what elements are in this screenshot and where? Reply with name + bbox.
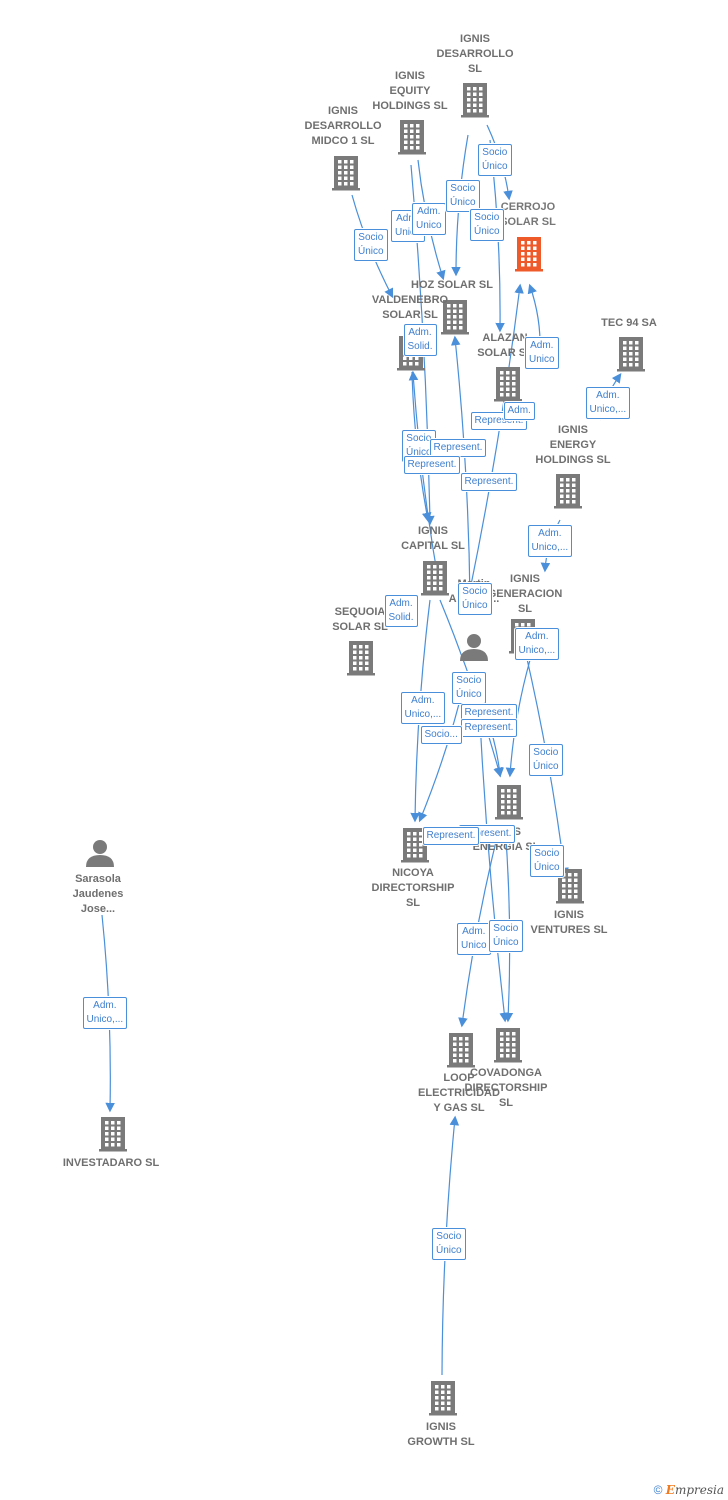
node-label[interactable]: LOOP ELECTRICIDAD Y GAS SL <box>418 1072 500 1114</box>
empresia-watermark: © Empresia <box>654 1483 724 1497</box>
company-icon[interactable] <box>494 367 522 402</box>
node-label[interactable]: IGNIS VENTURES SL <box>530 909 608 936</box>
company-icon[interactable] <box>347 641 375 676</box>
node-label[interactable]: COVADONGA DIRECTORSHIP SL <box>464 1067 548 1109</box>
node-label[interactable]: IGNIS ENERGY HOLDINGS SL <box>535 424 611 466</box>
node-label[interactable]: Sarasola Jaudenes Jose... <box>72 873 124 915</box>
node-label[interactable]: INVESTADARO SL <box>62 1157 160 1169</box>
relation-label[interactable]: Adm. Unico,... <box>527 525 573 557</box>
company-icon[interactable] <box>332 156 360 191</box>
relation-edge <box>450 335 471 601</box>
person-icon[interactable] <box>460 634 488 661</box>
relation-label[interactable]: Adm. Solid. <box>384 595 418 627</box>
node-label[interactable]: IGNIS EQUITY HOLDINGS SL <box>372 70 448 112</box>
brand-initial: E <box>665 1483 675 1497</box>
relation-label[interactable]: Socio Único <box>446 180 480 212</box>
company-icon[interactable] <box>495 785 523 820</box>
node-label[interactable]: IGNIS GENERACION SL <box>487 573 563 615</box>
person-icon[interactable] <box>86 840 114 867</box>
node-label[interactable]: HOZ SOLAR SL <box>411 279 493 291</box>
company-icon[interactable] <box>99 1117 127 1152</box>
relation-edge <box>469 283 524 591</box>
node-label[interactable]: NICOYA DIRECTORSHIP SL <box>371 867 455 909</box>
relation-label[interactable]: Socio Único <box>530 845 564 877</box>
node-label[interactable]: IGNIS DESARROLLO SL <box>436 33 514 75</box>
relation-label[interactable]: Represent. <box>422 827 480 845</box>
relation-label[interactable]: Socio Único <box>458 583 492 615</box>
company-icon[interactable] <box>429 1381 457 1416</box>
relation-label[interactable]: Socio Único <box>478 144 512 176</box>
company-icon[interactable] <box>554 474 582 509</box>
company-icon[interactable] <box>461 83 489 118</box>
company-icon[interactable] <box>398 120 426 155</box>
relation-label[interactable]: Socio Único <box>432 1228 466 1260</box>
node-label[interactable]: IGNIS GROWTH SL <box>407 1421 475 1448</box>
company-icon[interactable] <box>494 1028 522 1063</box>
company-icon[interactable] <box>421 561 449 596</box>
relation-edge <box>505 659 531 778</box>
relation-label[interactable]: Represent. <box>403 456 461 474</box>
relation-label[interactable]: Adm. Unico <box>412 203 446 235</box>
relation-label[interactable]: Adm. Unico <box>525 337 559 369</box>
relation-label[interactable]: Adm. Unico,... <box>585 387 631 419</box>
relation-label[interactable]: Adm. Unico,... <box>514 628 560 660</box>
relation-label[interactable]: Socio Único <box>470 209 504 241</box>
focus-company-icon[interactable] <box>515 237 543 272</box>
node-label[interactable]: SEQUOIA SOLAR SL <box>332 606 388 633</box>
relation-label[interactable]: Adm. Unico,... <box>82 997 128 1029</box>
relation-label[interactable]: Adm. Unico <box>457 923 491 955</box>
relation-label[interactable]: Socio... <box>420 726 462 744</box>
company-icon[interactable] <box>447 1033 475 1068</box>
relation-label[interactable]: Socio Único <box>489 920 523 952</box>
relation-label[interactable]: Socio Único <box>452 672 486 704</box>
company-icon[interactable] <box>441 300 469 335</box>
relation-label[interactable]: Adm. Unico,... <box>400 692 446 724</box>
copyright-symbol: © <box>653 1483 663 1497</box>
company-icon[interactable] <box>617 337 645 372</box>
relation-label[interactable]: Represent. <box>460 719 518 737</box>
node-label[interactable]: IGNIS CAPITAL SL <box>401 525 465 552</box>
node-label[interactable]: TEC 94 SA <box>601 317 657 329</box>
relation-label[interactable]: Socio Único <box>529 744 563 776</box>
node-label[interactable]: IGNIS DESARROLLO MIDCO 1 SL <box>304 105 382 147</box>
brand-name: mpresia <box>674 1483 724 1497</box>
relation-label[interactable]: Represent. <box>460 473 518 491</box>
node-label[interactable]: CERROJO SOLAR SL <box>500 201 556 228</box>
node-label[interactable]: VALDENEBRO SOLAR SL <box>371 294 449 321</box>
relation-label[interactable]: Adm. Solid. <box>403 324 437 356</box>
relation-label[interactable]: Socio Único <box>354 229 388 261</box>
relation-label[interactable]: Represent. <box>429 439 487 457</box>
relation-label[interactable]: Adm. <box>503 402 535 420</box>
